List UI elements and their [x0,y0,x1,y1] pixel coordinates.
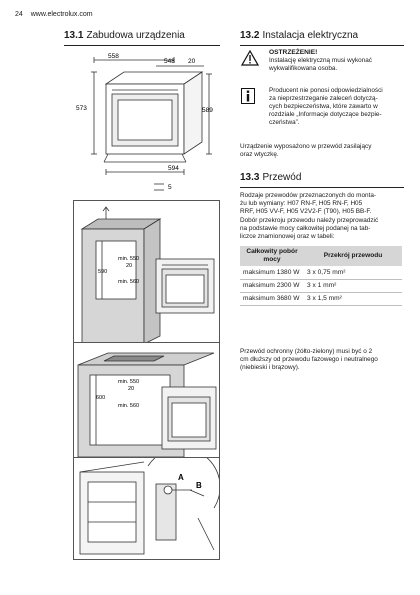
warning-triangle-icon [240,49,260,71]
ground-note-line: Przewód ochronny (żółto-zielony) musi by… [240,348,373,355]
dim-min-560: min. 560 [118,403,139,409]
table-row: maksimum 1380 W 3 x 0,75 mm² [240,266,402,280]
warning-text: OSTRZEŻENIE! Instalację elektryczną musi… [269,49,372,73]
table-header-row: Całkowity pobór mocy Przekrój przewodu [240,246,402,267]
cable-intro-line: Dobór przekroju przewodu należy przeprow… [240,216,379,224]
table-row: maksimum 2300 W 3 x 1 mm² [240,279,402,293]
cell-section: 3 x 0,75 mm² [304,266,402,280]
section-title: Instalacja elektryczna [262,30,359,41]
section-title: Zabudowa urządzenia [86,30,185,41]
info-icon [241,88,255,109]
cable-intro-line: na podstawie mocy całkowitej podanej na … [240,224,371,232]
info-line: cych bezpieczeństwa, które zawarto w [269,103,378,110]
website-url: www.electrolux.com [30,11,93,18]
heading-rule [240,187,404,188]
cell-section: 3 x 1 mm² [304,279,402,293]
page-header: 24 www.electrolux.com [15,11,93,18]
dim-depth-20: 20 [188,58,196,65]
info-line: rozdziale „Informacje dotyczące bezpie- [269,111,382,118]
info-line: za nieprzestrzeganie zaleceń dotyczą- [269,95,378,102]
section-number: 13.3 [240,172,260,183]
warning-line: wykwalifikowana osoba. [269,65,338,72]
heading-rule [240,45,404,46]
ground-note-line: (niebieski i brązowy). [240,364,300,372]
cell-section: 3 x 1,5 mm² [304,292,402,306]
dim-20: 20 [128,386,134,392]
cable-intro-line: RRF, H05 VV-F, H05 V2V2-F (T90), H05 BB-… [240,208,372,216]
cable-intro-line: Rodzaje przewodów przeznaczonych do mont… [240,192,377,199]
dim-min-550: min. 550 [118,256,139,262]
dim-width-548: 548 [164,58,175,65]
cable-intro-line: żu lub wymiany: H07 RN-F, H05 RN-F, H05 [240,200,363,208]
ground-note: Przewód ochronny (żółto-zielony) musi by… [240,348,400,373]
dim-gap-5: 5 [168,184,172,191]
header-power: Całkowity pobór mocy [240,246,304,267]
ground-note-line: cm dłuższy od przewodu fazowego i neutra… [240,356,378,364]
plug-note: Urządzenie wyposażono w przewód zasilają… [240,143,400,159]
dim-height-589: 589 [202,107,213,114]
figure-installation-column: min. 550 20 590 min. 560 [73,200,220,345]
warning-line: Instalację elektryczną musi wykonać [269,57,373,64]
figure-fixing-screws: A B [73,457,220,560]
dim-width-594: 594 [168,165,179,172]
section-number: 13.2 [240,30,260,41]
dim-590: 590 [98,269,107,275]
dim-20: 20 [126,263,132,269]
heading-rule [64,45,220,46]
info-text: Producent nie ponosi odpowiedzialności z… [269,87,383,127]
section-number: 13.1 [64,30,84,41]
info-line: czeństwa”. [269,119,300,126]
figure-oven-dimensions: 558 548 20 573 589 594 5 [64,50,220,196]
dim-height-573: 573 [76,105,87,112]
plug-note-line: oraz wtyczkę. [240,151,279,159]
cell-power: maksimum 1380 W [240,266,304,280]
dim-600: 600 [96,395,105,401]
label-a: A [178,473,184,482]
cell-power: maksimum 2300 W [240,279,304,293]
dim-min-550: min. 550 [118,379,139,385]
table-row: maksimum 3680 W 3 x 1,5 mm² [240,292,402,306]
warning-title: OSTRZEŻENIE! [269,49,318,56]
plug-note-line: Urządzenie wyposażono w przewód zasilają… [240,143,372,150]
cell-power: maksimum 3680 W [240,292,304,306]
dim-width-558: 558 [108,53,119,60]
label-b: B [196,481,202,490]
cable-table: Całkowity pobór mocy Przekrój przewodu m… [240,246,402,306]
dim-min-560: min. 560 [118,279,139,285]
section-title: Przewód [262,172,302,183]
header-section: Przekrój przewodu [304,246,402,267]
info-line: Producent nie ponosi odpowiedzialności [269,87,383,94]
cable-intro: Rodzaje przewodów przeznaczonych do mont… [240,192,400,241]
cable-intro-line: liczce znamionowej oraz w tabeli: [240,233,335,241]
figure-installation-worktop: min. 550 20 600 min. 560 [73,342,220,458]
page-number: 24 [15,11,23,18]
